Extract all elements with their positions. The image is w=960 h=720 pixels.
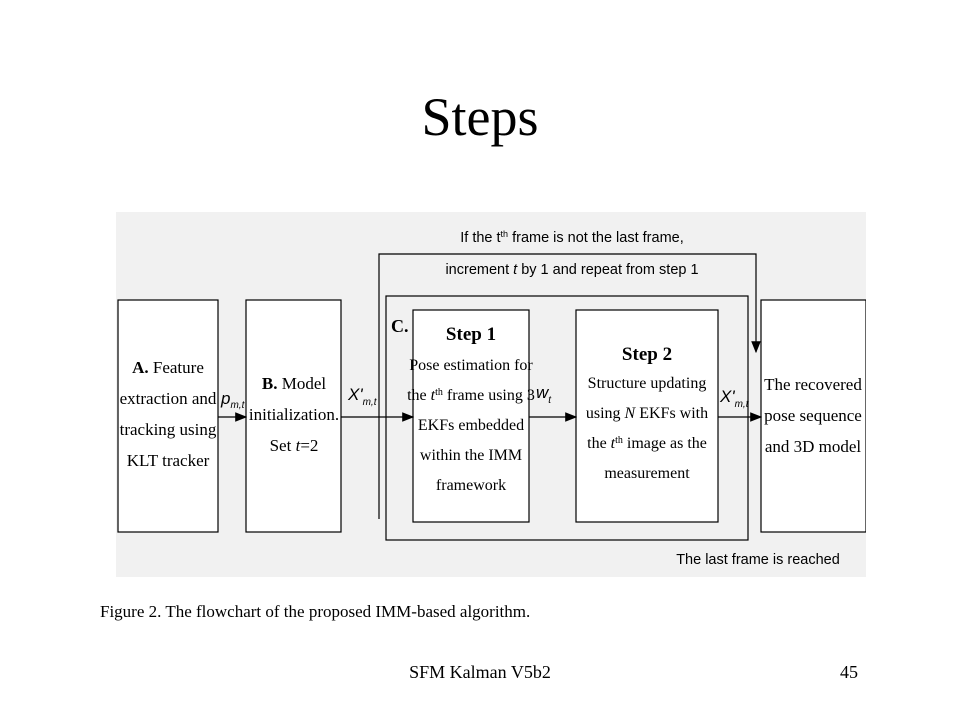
svg-text:pose sequence: pose sequence [764,406,862,425]
svg-text:KLT tracker: KLT tracker [127,451,210,470]
output-box [760,299,866,533]
svg-text:the tth image as the: the tth image as the [587,435,707,453]
figure-caption: Figure 2. The flowchart of the proposed … [100,602,531,621]
page-number: 45 [840,662,858,682]
svg-text:wt: wt [536,383,552,406]
group-c-box [385,295,749,541]
box-a-text: A. Feature extraction and tracking using… [120,358,217,470]
svg-text:using N EKFs with: using N EKFs with [586,405,708,422]
svg-text:Set t=2: Set t=2 [270,436,319,455]
svg-text:B. Model: B. Model [262,374,327,393]
svg-text:measurement: measurement [604,465,690,482]
slide-title: Steps [421,87,539,147]
svg-text:X'm,t: X'm,t [347,385,378,408]
svg-text:EKFs embedded: EKFs embedded [418,417,524,434]
end-label: The last frame is reached [676,552,840,568]
arrow-labels: pm,t X'm,t wt X'm,t [220,383,750,411]
step2-box [575,309,719,523]
svg-text:pm,t: pm,t [220,389,246,411]
box-a-feature-extraction [117,299,219,533]
step2-text: Step 2 Structure updating using N EKFs w… [586,344,708,482]
svg-text:tracking using: tracking using [120,420,217,439]
step1-box [412,309,530,523]
svg-text:Step 2: Step 2 [622,344,672,365]
footer-title: SFM Kalman V5b2 [409,662,551,682]
svg-text:and 3D model: and 3D model [765,437,862,456]
svg-text:Structure updating: Structure updating [588,375,707,392]
box-b-text: B. Model initialization. Set t=2 [249,374,339,455]
svg-text:extraction and: extraction and [120,389,217,408]
step1-text: Step 1 Pose estimation for the tth frame… [407,324,535,494]
flowchart-svg: If the tth frame is not the last frame, … [117,229,866,568]
svg-text:the tth frame using 3: the tth frame using 3 [407,387,535,405]
svg-text:Step 1: Step 1 [446,324,496,345]
svg-text:initialization.: initialization. [249,405,339,424]
svg-text:within the IMM: within the IMM [420,447,522,464]
loop-label-line1: If the tth frame is not the last frame, [460,229,684,246]
output-box-text: The recovered pose sequence and 3D model [764,375,862,456]
flowchart-figure: If the tth frame is not the last frame, … [116,212,866,577]
svg-text:Pose estimation for: Pose estimation for [409,357,533,374]
loop-label-line2: increment t by 1 and repeat from step 1 [445,262,698,278]
svg-text:A. Feature: A. Feature [132,358,204,377]
loop-connector [378,253,761,519]
group-c-label: C. [391,316,409,336]
svg-text:framework: framework [436,477,506,494]
svg-text:X'm,t: X'm,t [719,387,750,410]
svg-text:The recovered: The recovered [764,375,862,394]
